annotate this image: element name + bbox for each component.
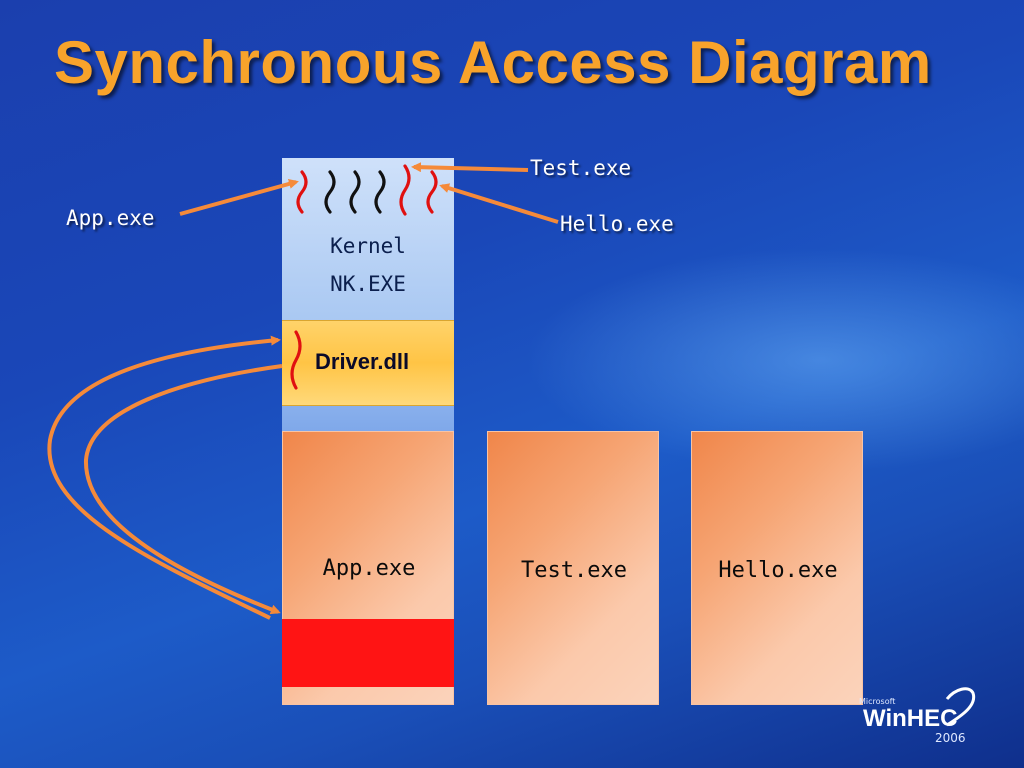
hello-exe-block: Hello.exe: [691, 431, 863, 705]
thread-icon-5: [399, 164, 411, 216]
app-exe-arrow: [179, 179, 299, 216]
hello-exe-label: Hello.exe: [560, 212, 674, 236]
thread-icon-7: [290, 330, 302, 390]
logo-microsoft-text: Microsoft: [859, 697, 896, 706]
call-arrow-inner: [83, 364, 283, 615]
page-title: Synchronous Access Diagram: [54, 29, 932, 96]
nk-exe-label: NK.EXE: [330, 272, 406, 296]
test-exe-arrow: [411, 162, 529, 173]
hello-exe-arrow: [439, 183, 559, 224]
winhec-logo: Microsoft WinHEC 2006: [855, 685, 985, 750]
thread-icon-4: [374, 170, 386, 214]
call-arrow-outer: [47, 335, 281, 620]
kernel-label: Kernel: [330, 234, 406, 258]
driver-block: Driver.dll: [282, 320, 454, 406]
logo-swoosh-icon: [945, 687, 976, 727]
thread-icon-6: [426, 170, 438, 214]
thread-icon-3: [349, 170, 361, 214]
app-exe-label: App.exe: [66, 206, 155, 230]
driver-label: Driver.dll: [315, 349, 410, 374]
thread-icon-2: [324, 170, 336, 214]
logo-year: 2006: [935, 731, 966, 745]
test-exe-block-label: Test.exe: [521, 558, 627, 583]
test-exe-block: Test.exe: [487, 431, 659, 705]
logo-name: WinHEC: [863, 705, 958, 732]
thread-icon-1: [296, 170, 308, 214]
hello-exe-block-label: Hello.exe: [718, 558, 838, 583]
app-memory-region: [282, 619, 454, 687]
app-exe-block-label: App.exe: [322, 556, 416, 581]
test-exe-label: Test.exe: [530, 156, 632, 180]
